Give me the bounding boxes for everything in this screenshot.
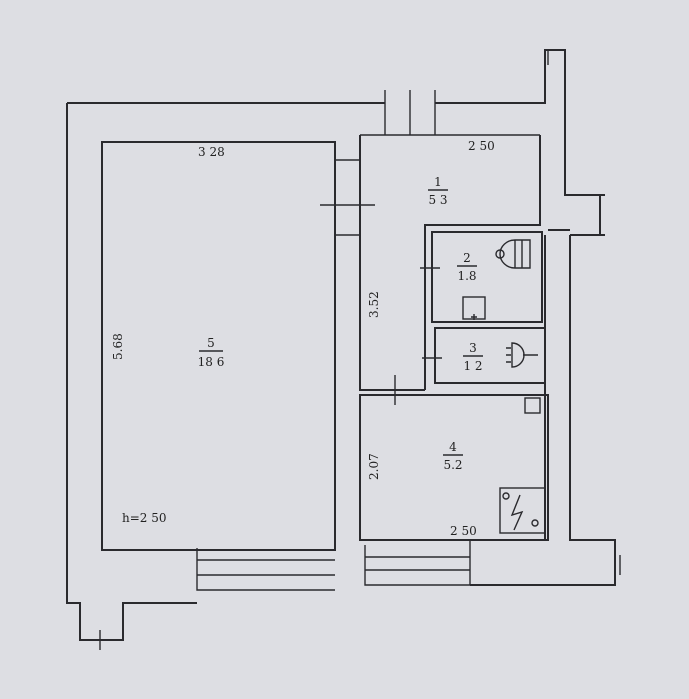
room-4-label: 4 5.2 <box>443 440 463 472</box>
wall-ticks <box>99 50 621 650</box>
dim-room5-width: 3 28 <box>198 145 225 159</box>
svg-text:5.2: 5.2 <box>443 458 462 472</box>
right-outer-wall <box>544 194 605 540</box>
room-3-wall <box>434 327 546 384</box>
dim-room4-width: 2 50 <box>450 524 477 538</box>
toilet-icon <box>495 239 531 269</box>
svg-text:5: 5 <box>207 336 215 350</box>
inner-wall-line <box>101 141 336 551</box>
room-1-label: 1 5 3 <box>428 175 448 207</box>
room-4-wall <box>359 394 549 541</box>
svg-text:4: 4 <box>449 440 457 454</box>
room-2-label: 2 1.8 <box>457 251 477 283</box>
dim-room1-width: 2 50 <box>468 139 495 153</box>
partition-left <box>320 159 375 236</box>
outer-wall <box>66 49 616 641</box>
room-5-label: 5 18 6 <box>198 336 225 369</box>
window-top <box>360 90 540 136</box>
room-2-wall <box>431 231 543 323</box>
room-1-wall <box>359 135 541 391</box>
svg-text:2: 2 <box>463 251 471 265</box>
balcony-left <box>196 548 335 591</box>
svg-text:1.8: 1.8 <box>457 269 476 283</box>
stove-icon <box>499 397 546 534</box>
svg-text:3: 3 <box>469 341 477 355</box>
dim-room4-length: 2.07 <box>367 453 381 480</box>
svg-text:5 3: 5 3 <box>428 193 447 207</box>
svg-text:18 6: 18 6 <box>198 355 225 369</box>
room-3-label: 3 1 2 <box>463 341 483 373</box>
door-ticks <box>394 267 442 405</box>
balcony-right <box>364 540 471 586</box>
dim-corridor-length: 3.52 <box>367 291 381 318</box>
bathtub-icon <box>506 342 538 368</box>
svg-text:1: 1 <box>434 175 442 189</box>
ceiling-height: h=2 50 <box>122 511 167 525</box>
dim-room5-length: 5.68 <box>111 333 125 360</box>
sink-icon <box>462 296 486 320</box>
svg-text:1 2: 1 2 <box>463 359 482 373</box>
